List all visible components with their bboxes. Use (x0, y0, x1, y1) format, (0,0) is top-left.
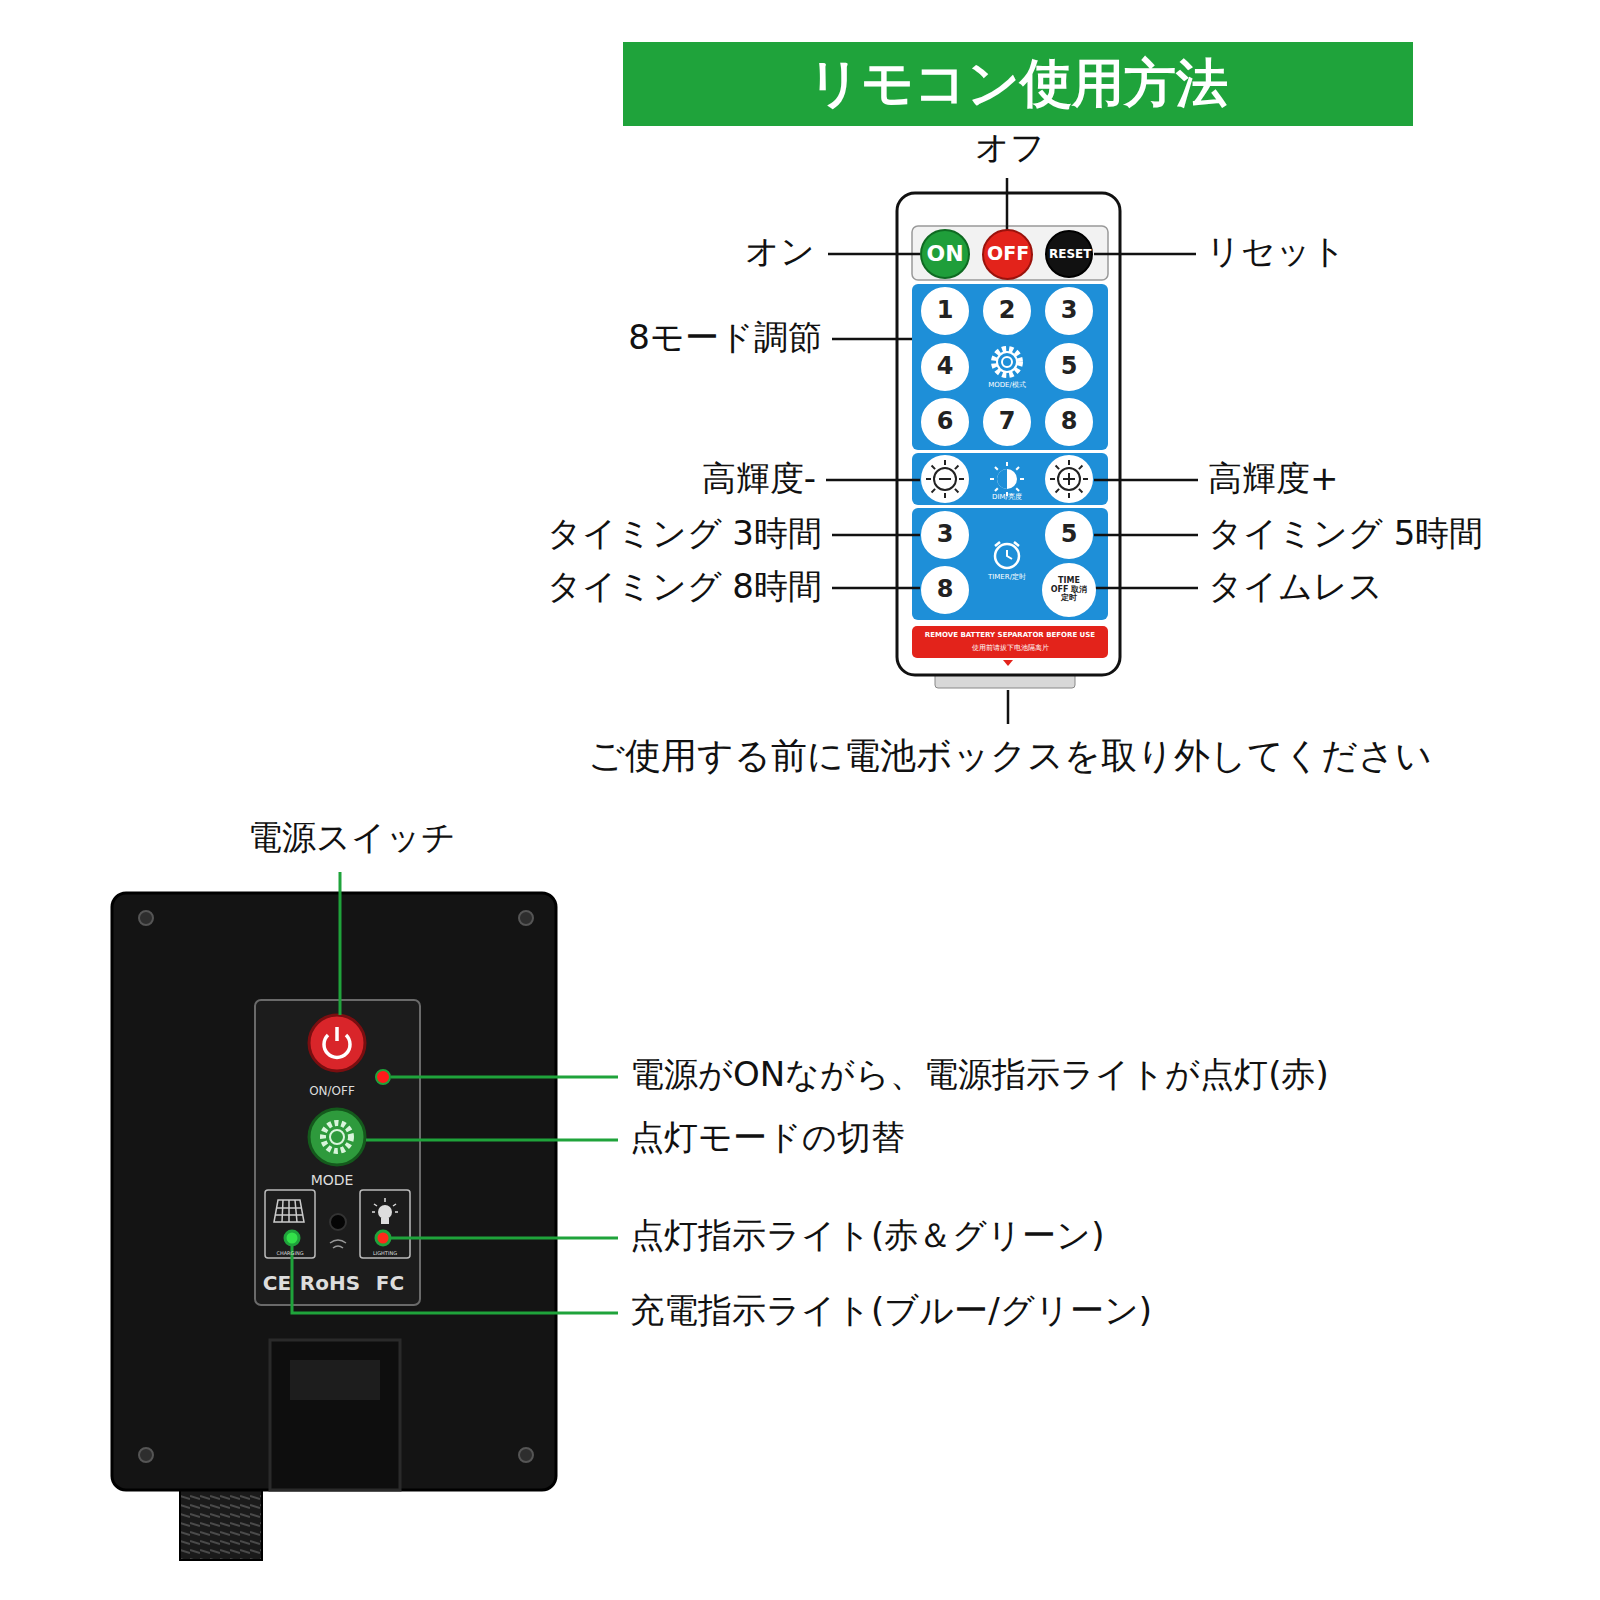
remote-button: ON (920, 229, 970, 279)
power-indicator (376, 1070, 390, 1084)
callout-label: FC (376, 1272, 404, 1295)
callout-label: タイミング 8時間 (547, 567, 822, 606)
dim-panel (912, 453, 1108, 505)
clock-icon (995, 542, 1019, 568)
gear-icon (994, 349, 1020, 375)
button-label: TIME OFF 取消定时 (1049, 577, 1089, 602)
callout-label: オン (745, 232, 815, 271)
callout-label: 高輝度- (702, 459, 816, 498)
housing-foot (270, 1340, 400, 1490)
remote-button: 2 (983, 287, 1031, 335)
dim-icon (990, 462, 1024, 496)
brightness-plus-button (1045, 455, 1093, 503)
button-label: 4 (937, 354, 954, 379)
remote-button: 1 (921, 287, 969, 335)
solar-icon (274, 1200, 304, 1222)
timer-panel (912, 508, 1108, 620)
remote-button: 3 (1045, 287, 1093, 335)
title: リモコン使用方法 (808, 49, 1228, 119)
button-label: 3 (1061, 298, 1078, 323)
leader-lines-green (292, 872, 618, 1313)
remote-button: 5 (1045, 343, 1093, 391)
button-label: 3 (937, 522, 954, 547)
ir-sensor (330, 1214, 346, 1230)
remote-button: 8 (1045, 398, 1093, 446)
lighting-indicator (376, 1231, 390, 1245)
callout-label: オフ (975, 128, 1045, 167)
remote-button: TIME OFF 取消定时 (1042, 563, 1096, 617)
button-label: 7 (999, 409, 1016, 434)
remote-button: OFF (982, 229, 1033, 280)
button-label: 5 (1061, 522, 1078, 547)
callout-label: 電源がONながら、電源指示ライトが点灯(赤) (630, 1055, 1329, 1094)
callout-label: 点灯モードの切替 (630, 1118, 905, 1157)
leader-lines (826, 178, 1198, 724)
lighting-icon-box (360, 1190, 410, 1258)
callout-label: CE (263, 1272, 291, 1295)
button-label: 8 (1061, 409, 1078, 434)
button-label: 5 (1061, 354, 1078, 379)
signal-mark (330, 1240, 346, 1248)
callout-label: RoHS (300, 1272, 360, 1295)
button-label: 6 (937, 409, 954, 434)
button-label: 2 (999, 298, 1016, 323)
arrow-mark (1003, 660, 1013, 666)
top-panel (912, 226, 1108, 280)
callout-label: CHARGING (276, 1251, 303, 1257)
control-panel (255, 1000, 420, 1305)
button-label: RESET (1049, 248, 1089, 261)
controller-housing (112, 893, 556, 1490)
power-button (309, 1015, 365, 1071)
foot-recess (290, 1360, 380, 1400)
callout-label: DIM/亮度 (992, 493, 1022, 501)
button-label: ON (926, 242, 963, 265)
button-label: 1 (937, 298, 954, 323)
remote-button: 5 (1045, 511, 1093, 559)
screws (139, 911, 533, 1462)
remote-body (897, 193, 1120, 675)
remote-button: 4 (921, 343, 969, 391)
callout-label: TIMER/定时 (988, 573, 1026, 581)
callout-label: 点灯指示ライト(赤＆グリーン) (630, 1216, 1105, 1255)
callout-label: 8モード調節 (628, 318, 822, 357)
bulb-icon (372, 1198, 398, 1224)
remote-button: 8 (921, 566, 969, 614)
callout-label: タイミング 3時間 (547, 514, 822, 553)
callout-label: タイムレス (1208, 567, 1383, 606)
button-label: OFF (987, 244, 1027, 264)
mode-panel (912, 284, 1108, 450)
callout-label: タイミング 5時間 (1208, 514, 1483, 553)
remote-button: 7 (983, 398, 1031, 446)
callout-label: 高輝度+ (1208, 459, 1339, 498)
title-bar: リモコン使用方法 (623, 42, 1413, 126)
button-label: 8 (937, 577, 954, 602)
brightness-minus-button (921, 455, 969, 503)
callout-label: ご使用する前に電池ボックスを取り外してください (588, 735, 1432, 776)
charging-indicator (285, 1231, 299, 1245)
callout-label: REMOVE BATTERY SEPARATOR BEFORE USE (925, 631, 1095, 639)
callout-label: 充電指示ライト(ブルー/グリーン) (630, 1291, 1152, 1330)
callout-label: ON/OFF (309, 1085, 355, 1099)
warning-strip (912, 626, 1108, 658)
callout-label: MODE (311, 1172, 354, 1188)
callout-label: 電源スイッチ (248, 818, 456, 857)
remote-button: 6 (921, 398, 969, 446)
callout-label: LIGHTING (373, 1251, 397, 1257)
callout-label: 使用前请拔下电池隔离片 (972, 644, 1049, 652)
charging-icon-box (265, 1190, 315, 1258)
callout-label: リセット (1206, 232, 1346, 271)
mode-button (309, 1109, 365, 1165)
callout-label: MODE/模式 (988, 381, 1026, 389)
remote-button: RESET (1045, 230, 1093, 278)
remote-button: 3 (921, 511, 969, 559)
